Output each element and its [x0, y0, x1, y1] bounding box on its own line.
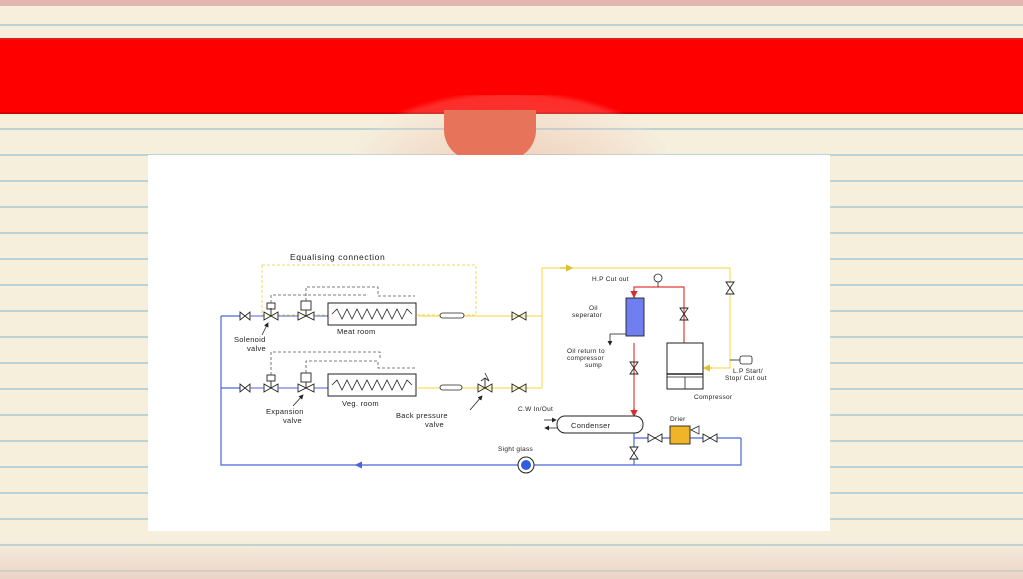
diagram-panel: Equalising connection: [148, 155, 830, 531]
meat-solenoid-link: [270, 294, 368, 303]
drier: [669, 425, 691, 445]
title-band: [0, 38, 1023, 114]
veg-room-label: Veg. room: [342, 399, 379, 408]
oil-separator-label-1: Oil: [589, 305, 598, 312]
suction-valve-right: [725, 281, 735, 295]
meat-room-coil: [331, 308, 413, 320]
veg-expansion-valve: [297, 372, 315, 393]
hp-cutout-label: H.P Cut out: [592, 276, 629, 283]
back-pressure-label-2: valve: [425, 420, 444, 429]
veg-solenoid-valve: [263, 374, 279, 393]
lp-label-1: L.P Start/: [733, 368, 763, 375]
drier-valve-left: [647, 433, 663, 443]
top-strip: [0, 0, 1023, 6]
veg-room-coil: [331, 379, 413, 391]
drier-valve-right: [702, 433, 718, 443]
veg-solenoid-link: [270, 351, 381, 375]
meat-room-label: Meat room: [337, 327, 376, 336]
oil-return-label-3: sump: [585, 362, 602, 369]
veg-room-evaporator: [327, 373, 417, 397]
cw-label: C.W In/Out: [518, 406, 553, 413]
meat-equalizing-line: [305, 286, 415, 301]
meat-shutoff-valve-left: [239, 311, 251, 321]
veg-equalizing-line: [305, 360, 415, 373]
suction-line-main: [541, 267, 731, 388]
meat-thermal-bulb: [439, 312, 465, 319]
veg-shutoff-valve-left: [239, 383, 251, 393]
background-emblem-core: [444, 110, 536, 160]
compressor-label: Compressor: [694, 394, 733, 401]
discharge-valve-top: [679, 307, 689, 321]
liquid-line: [220, 316, 742, 466]
veg-suction-valve: [511, 383, 527, 393]
liquid-valve-bottom: [629, 446, 639, 460]
drier-indicator: [690, 425, 700, 435]
veg-thermal-bulb: [439, 384, 463, 391]
oil-separator-label-2: seperator: [572, 312, 603, 319]
oil-separator: [625, 297, 645, 337]
condenser: [556, 415, 644, 434]
lp-cutout-switch: [739, 355, 753, 365]
condenser-label: Condenser: [571, 421, 611, 430]
refrigeration-diagram: Equalising connection: [220, 252, 767, 474]
equalising-connection-label: Equalising connection: [290, 252, 385, 262]
meat-room-evaporator: [327, 302, 417, 326]
lp-label-2: Stop/ Cut out: [725, 375, 767, 382]
meat-suction-valve: [511, 311, 527, 321]
solenoid-valve-label-1: Solenoid: [234, 335, 266, 344]
back-pressure-label-1: Back pressure: [396, 411, 448, 420]
meat-expansion-valve: [297, 300, 315, 321]
bottom-fade: [0, 540, 1023, 579]
oil-return-label-2: compressor: [567, 355, 604, 362]
drier-label: Drier: [670, 416, 686, 423]
discharge-valve-mid: [629, 361, 639, 375]
solenoid-valve-label-2: valve: [247, 344, 266, 353]
oil-return-label-1: Oil return to: [567, 348, 605, 355]
expansion-valve-label-1: Expansion: [266, 407, 304, 416]
expansion-pointer: [292, 394, 304, 407]
back-pressure-pointer: [469, 395, 483, 411]
sight-glass-label: Sight glass: [498, 446, 534, 453]
hp-cutout-gauge: [653, 273, 663, 283]
expansion-valve-label-2: valve: [283, 416, 302, 425]
meat-solenoid-valve: [263, 302, 279, 321]
solenoid-pointer: [261, 322, 269, 336]
sight-glass-window: [521, 460, 531, 470]
back-pressure-valve: [477, 372, 493, 393]
